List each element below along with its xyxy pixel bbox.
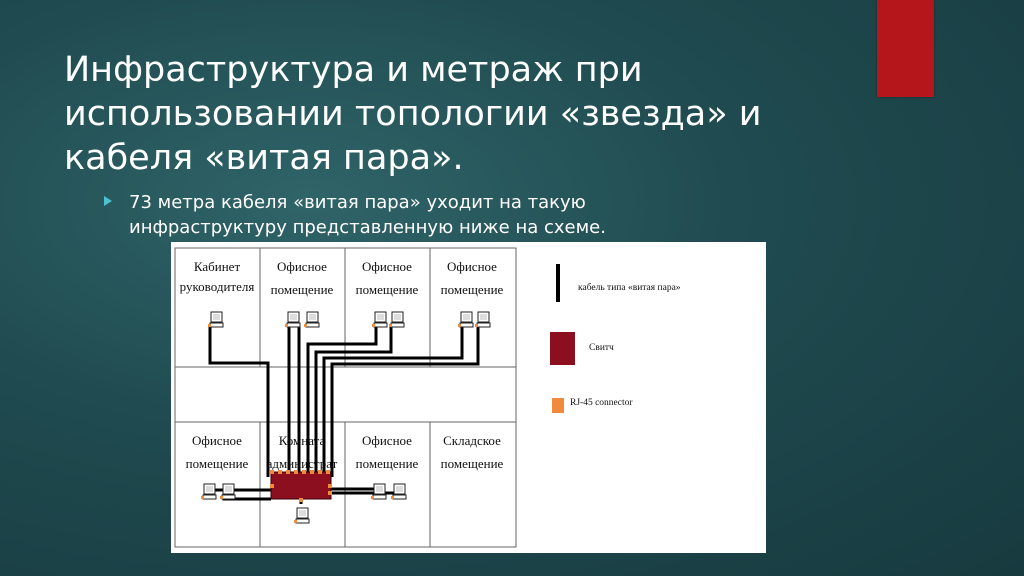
connector-icon xyxy=(278,470,282,474)
room-label-line: Кабинет xyxy=(194,259,241,274)
legend-switch-label: Свитч xyxy=(589,343,614,353)
connector-icon xyxy=(328,484,332,488)
cable xyxy=(208,326,270,477)
room-label-line: помещение xyxy=(186,456,249,471)
legend-cable-icon xyxy=(556,264,560,302)
computer-icon xyxy=(474,311,491,328)
switch-icon xyxy=(270,471,332,500)
connector-icon xyxy=(270,470,274,474)
computer-icon xyxy=(388,311,405,328)
room-label-line: Офисное xyxy=(447,259,497,274)
connector-icon xyxy=(310,470,314,474)
legend-connector-label: RJ-45 connector xyxy=(570,398,633,408)
legend-switch-icon xyxy=(550,332,575,365)
connector-icon xyxy=(326,470,330,474)
slide-title: Инфраструктура и метраж при использовани… xyxy=(64,48,864,180)
title-line-1: Инфраструктура и метраж при xyxy=(64,50,643,90)
cables xyxy=(204,326,480,504)
bullet-line-2: инфраструктуру представленную ниже на сх… xyxy=(129,217,606,238)
room-label-line: помещение xyxy=(356,456,419,471)
legend-connector-icon xyxy=(552,398,564,413)
network-diagram: Кабинет руководителя Офисное помещение О… xyxy=(171,242,766,553)
room-label-line: помещение xyxy=(271,282,334,297)
room-label-line: помещение xyxy=(441,282,504,297)
room-label-line: Складское xyxy=(443,433,501,448)
cable xyxy=(322,326,464,477)
connector-icon xyxy=(286,470,290,474)
title-line-3: кабеля «витая пара». xyxy=(64,138,464,178)
room-label-line: Офисное xyxy=(277,259,327,274)
connector-icon xyxy=(270,484,274,488)
computer-icon xyxy=(200,483,217,500)
bullet-item: 73 метра кабеля «витая пара» уходит на т… xyxy=(104,190,724,240)
cable xyxy=(330,326,480,477)
room-label-line: Офисное xyxy=(362,259,412,274)
switch-ports xyxy=(270,470,332,502)
legend-cable-label: кабель типа «витая пара» xyxy=(578,282,681,293)
cable xyxy=(306,326,378,477)
connector-icon xyxy=(294,470,298,474)
connector-icon xyxy=(299,498,303,502)
bullet-line-1: 73 метра кабеля «витая пара» уходит на т… xyxy=(129,192,586,213)
room-label-line: помещение xyxy=(441,456,504,471)
diagram-svg: Кабинет руководителя Офисное помещение О… xyxy=(174,247,681,548)
title-line-2: использовании топологии «звезда» и xyxy=(64,94,762,134)
bullet-text: 73 метра кабеля «витая пара» уходит на т… xyxy=(129,190,724,240)
computer-icon xyxy=(457,311,474,328)
connector-icon xyxy=(328,491,332,495)
connector-icon xyxy=(318,470,322,474)
room-label-line: Офисное xyxy=(362,433,412,448)
bullet-triangle-icon xyxy=(104,196,112,206)
computer-icon xyxy=(303,311,320,328)
accent-bar xyxy=(877,0,934,97)
room-label-line: Комната xyxy=(279,433,326,448)
connector-icon xyxy=(302,470,306,474)
computer-icon xyxy=(207,311,224,328)
legend: кабель типа «витая пара» Свитч RJ-45 con… xyxy=(550,264,681,413)
room-label-line: администрат xyxy=(267,456,338,471)
computer-icon xyxy=(371,311,388,328)
cable xyxy=(314,326,393,477)
room-label-line: руководителя xyxy=(180,279,255,294)
room-label-line: помещение xyxy=(356,282,419,297)
room-label-line: Офисное xyxy=(192,433,242,448)
computer-icon xyxy=(284,311,301,328)
computer-icon xyxy=(293,507,310,524)
floor-plan xyxy=(174,247,517,548)
